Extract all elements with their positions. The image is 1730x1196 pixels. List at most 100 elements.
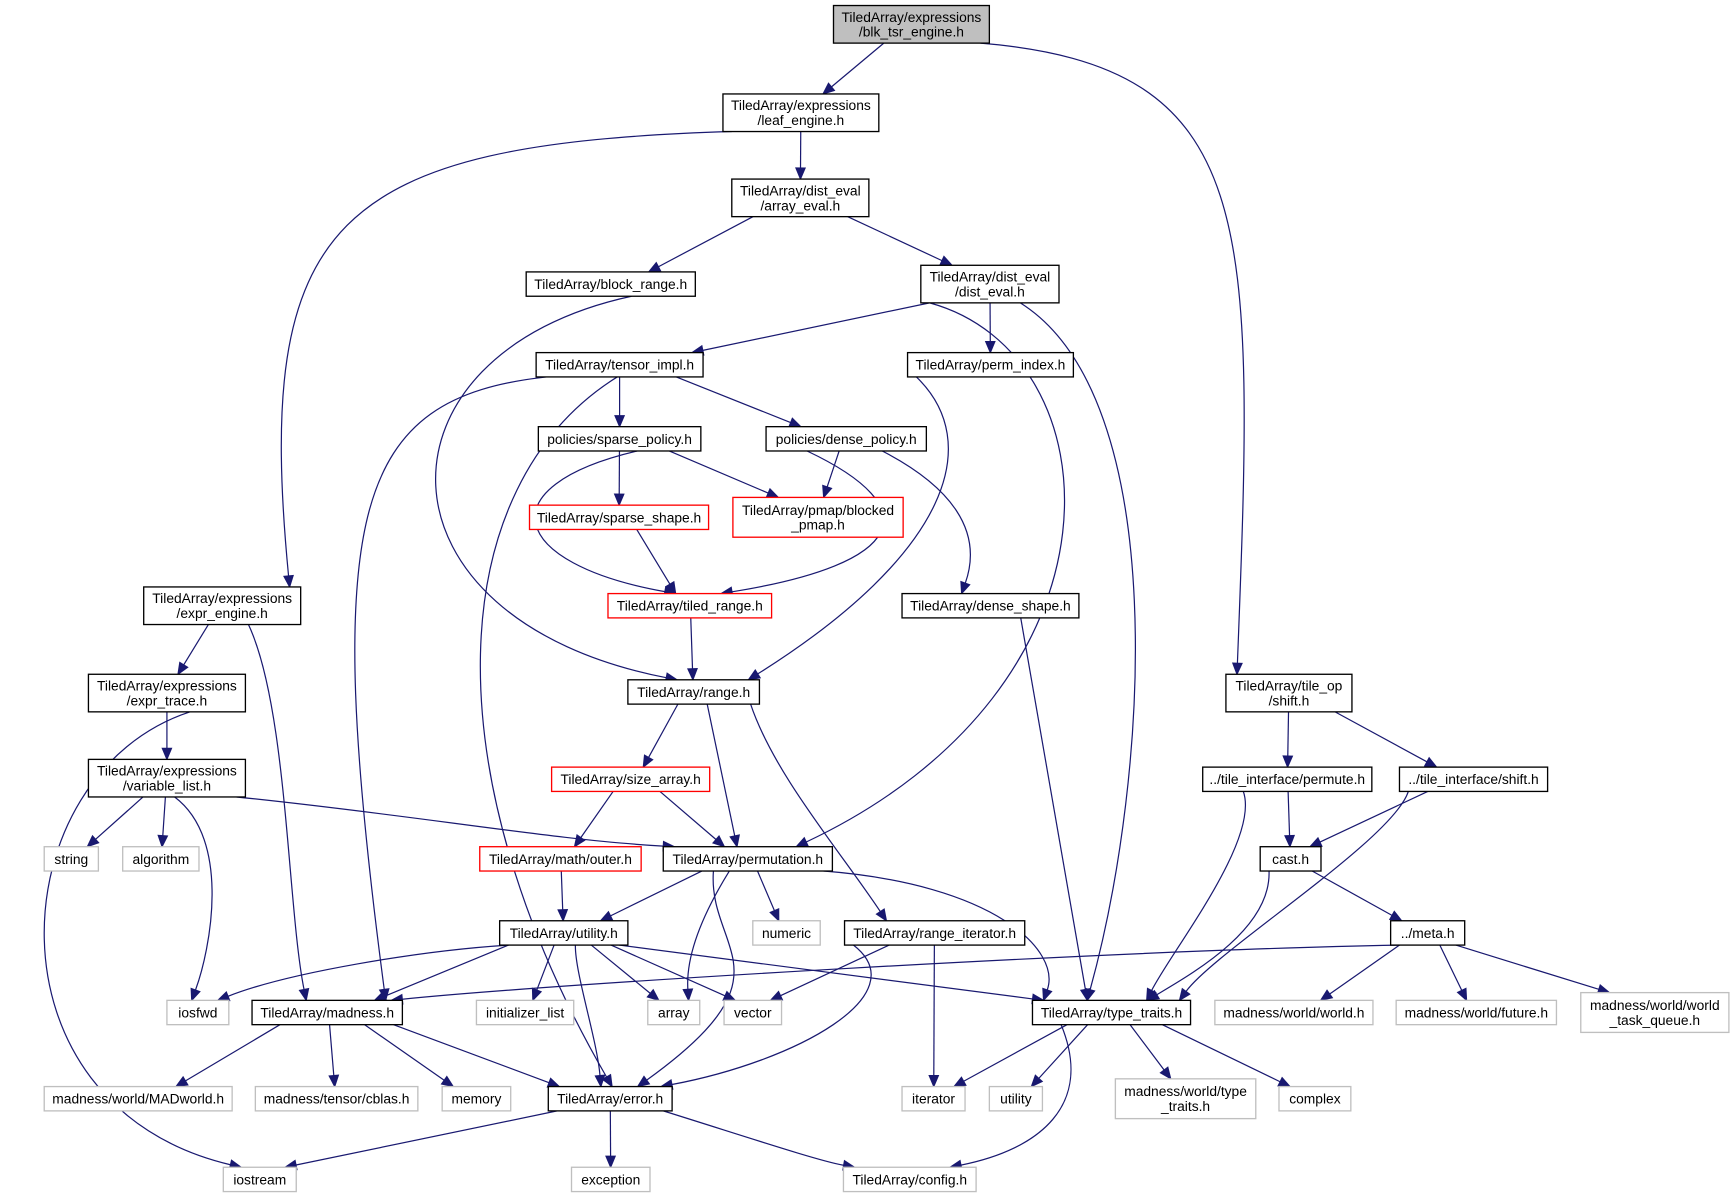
node-ti-permute[interactable]: ../tile_interface/permute.h	[1202, 766, 1373, 793]
edge-dist_eval-to-perm_index	[984, 302, 996, 355]
arrowhead-icon	[928, 1074, 940, 1088]
edge-line	[1019, 302, 1136, 990]
node-ti-shift[interactable]: ../tile_interface/shift.h	[1398, 766, 1549, 793]
node-cast[interactable]: cast.h	[1259, 846, 1322, 872]
arrowhead-icon	[328, 1074, 340, 1088]
node-leaf-engine[interactable]: TiledArray/expressions/leaf_engine.h	[722, 93, 880, 133]
edge-leaf_engine-to-expr_engine	[280, 130, 732, 589]
edge-line	[560, 871, 564, 910]
node-block-range[interactable]: TiledArray/block_range.h	[525, 271, 696, 297]
node-blocked-pmap[interactable]: TiledArray/pmap/blocked_pmap.h	[732, 496, 904, 538]
node-sparse-shape[interactable]: TiledArray/sparse_shape.h	[528, 504, 710, 531]
edge-line	[280, 130, 732, 577]
edge-range-to-size_array	[642, 703, 679, 769]
node-dense-shape[interactable]: TiledArray/dense_shape.h	[901, 592, 1080, 619]
node-perm-index[interactable]: TiledArray/perm_index.h	[906, 351, 1075, 378]
edge-perm_index-to-range	[747, 376, 949, 681]
node-box	[143, 586, 302, 626]
node-iostream: iostream	[222, 1166, 297, 1193]
node-range[interactable]: TiledArray/range.h	[627, 679, 761, 705]
node-expr-trace[interactable]: TiledArray/expressions/expr_trace.h	[87, 673, 247, 713]
edge-line	[174, 796, 213, 991]
node-tiled-range[interactable]: TiledArray/tiled_range.h	[607, 592, 773, 619]
node-size-array[interactable]: TiledArray/size_array.h	[550, 766, 711, 793]
node-label: utility	[1000, 1091, 1032, 1107]
edge-line	[706, 703, 736, 837]
arrowhead-icon	[682, 988, 694, 1002]
node-blk-tsr-engine[interactable]: TiledArray/expressions/blk_tsr_engine.h	[832, 4, 991, 44]
node-box	[251, 999, 404, 1026]
arrowhead-icon	[1319, 989, 1334, 1002]
node-expr-engine[interactable]: TiledArray/expressions/expr_engine.h	[143, 586, 302, 626]
node-tile-op-shift[interactable]: TiledArray/tile_op/shift.h	[1225, 673, 1353, 713]
node-box	[525, 271, 696, 297]
edge-line	[536, 944, 555, 991]
node-label: policies/sparse_policy.h	[547, 431, 692, 447]
node-label: TiledArray/error.h	[557, 1091, 663, 1107]
node-box	[1114, 1078, 1257, 1120]
edge-line	[393, 1024, 550, 1084]
node-sparse-policy[interactable]: policies/sparse_policy.h	[537, 426, 702, 452]
node-type-traits[interactable]: TiledArray/type_traits.h	[1031, 999, 1192, 1026]
arrowhead-icon	[1423, 756, 1438, 768]
node-dense-policy[interactable]: policies/dense_policy.h	[765, 426, 928, 452]
edge-leaf_engine-to-array_eval	[795, 131, 806, 181]
node-box	[1398, 766, 1549, 793]
node-label: TiledArray/madness.h	[260, 1004, 394, 1020]
edge-line	[574, 945, 601, 1076]
arrowhead-icon	[573, 834, 586, 848]
arrowhead-icon	[614, 415, 626, 429]
arrowhead-icon	[939, 255, 954, 266]
edge-line	[750, 703, 881, 912]
arrowhead-icon	[795, 167, 806, 181]
arrowhead-icon	[599, 910, 614, 922]
arrowhead-icon	[1284, 834, 1296, 849]
node-label: TiledArray/expressions	[152, 590, 292, 606]
edge-line	[610, 870, 703, 917]
edge-permutation-to-array	[682, 870, 730, 1002]
node-box	[1580, 991, 1730, 1034]
node-box	[43, 846, 100, 872]
edge-dense_policy-to-blocked_pmap	[822, 450, 840, 499]
edge-line	[227, 944, 509, 997]
node-label: /leaf_engine.h	[758, 112, 845, 128]
node-utility-h[interactable]: TiledArray/utility.h	[498, 920, 629, 946]
node-error[interactable]: TiledArray/error.h	[547, 1085, 673, 1112]
edge-line	[1455, 944, 1600, 990]
arrowhead-icon	[664, 580, 677, 595]
node-variable-list[interactable]: TiledArray/expressions/variable_list.h	[87, 758, 247, 798]
edge-size_array-to-outer	[573, 791, 614, 848]
edge-meta-to-mw_task_queue	[1455, 944, 1611, 995]
node-label: algorithm	[132, 851, 189, 867]
node-madness-h[interactable]: TiledArray/madness.h	[251, 999, 404, 1026]
node-permutation[interactable]: TiledArray/permutation.h	[662, 846, 834, 872]
edge-type_traits-to-complex	[1162, 1024, 1292, 1088]
node-dist-eval[interactable]: TiledArray/dist_eval/dist_eval.h	[920, 264, 1060, 304]
node-label: madness/world/type	[1124, 1083, 1247, 1099]
edge-line	[43, 711, 231, 1166]
node-label: TiledArray/dist_eval	[740, 182, 861, 198]
edge-cast-to-meta	[1311, 870, 1403, 922]
node-array-eval[interactable]: TiledArray/dist_eval/array_eval.h	[731, 178, 870, 218]
arrowhead-icon	[1388, 910, 1403, 922]
node-range-iterator[interactable]: TiledArray/range_iterator.h	[843, 920, 1026, 946]
edge-dense_shape-to-type_traits	[1020, 617, 1091, 1002]
node-meta[interactable]: ../meta.h	[1389, 920, 1466, 946]
node-iosfwd: iosfwd	[166, 999, 230, 1026]
node-outer[interactable]: TiledArray/math/outer.h	[479, 846, 642, 872]
edge-variable_list-to-algorithm	[157, 796, 169, 849]
arrowhead-icon	[190, 987, 201, 1002]
arrowhead-icon	[769, 907, 780, 923]
node-label: TiledArray/size_array.h	[560, 771, 700, 787]
edge-tiled_range-to-range	[687, 617, 698, 682]
node-tensor-impl[interactable]: TiledArray/tensor_impl.h	[535, 351, 704, 378]
node-box	[1278, 1085, 1352, 1112]
edge-line	[618, 944, 1033, 1000]
node-label: madness/world/future.h	[1405, 1004, 1548, 1020]
arrowhead-icon	[875, 908, 888, 922]
edge-line	[690, 617, 694, 669]
arrowhead-icon	[636, 1075, 651, 1088]
edge-line	[780, 944, 890, 997]
node-label: TiledArray/tiled_range.h	[617, 598, 763, 614]
